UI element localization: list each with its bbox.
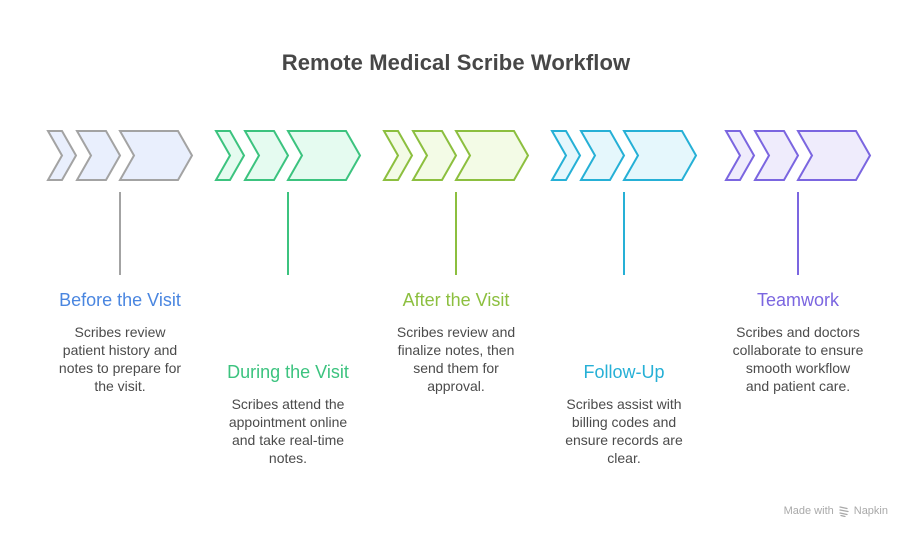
chevron-large [622, 130, 698, 181]
step-description-line: notes to prepare for [58, 360, 182, 376]
step-title: After the Visit [402, 290, 510, 310]
chevron-small [46, 130, 78, 181]
step-description-line: approval. [427, 378, 485, 394]
chevron-small [550, 130, 582, 181]
step-description-line: notes. [268, 450, 308, 466]
step-description: Scribes attend the appointment online and … [203, 395, 373, 467]
step-description-line: Scribes and doctors [736, 324, 860, 340]
step-description: Scribes review and finalize notes, then se… [371, 323, 541, 395]
step-description-line: ensure records are [565, 432, 683, 448]
step-description-line: billing codes and [571, 414, 677, 430]
chevron-large [454, 130, 530, 181]
chevron-large [796, 130, 872, 181]
napkin-brand-label: Napkin [853, 505, 888, 517]
napkin-logo-icon [839, 506, 849, 517]
chevron-large [286, 130, 362, 181]
made-with-napkin-badge[interactable]: Made with Napkin [784, 505, 888, 517]
step-description-line: finalize notes, then [397, 342, 515, 358]
chevron-medium [243, 130, 290, 181]
step-description-line: and take real-time [231, 432, 345, 448]
step-description: Scribes assist with billing codes and ensu… [539, 395, 709, 467]
step-description: Scribes and doctors collaborate to ensure… [713, 323, 883, 395]
step-description-line: and patient care. [745, 378, 851, 394]
made-with-label: Made with [783, 505, 834, 517]
step-title: During the Visit [227, 362, 349, 382]
chevron-large [118, 130, 194, 181]
step-description-line: Scribes assist with [566, 396, 682, 412]
step-description-line: collaborate to ensure [732, 342, 864, 358]
step-title: Teamwork [756, 290, 840, 310]
step-description-line: send them for [413, 360, 499, 376]
step-description-line: appointment online [228, 414, 348, 430]
diagram-title: Remote Medical Scribe Workflow [281, 50, 631, 75]
chevron-medium [75, 130, 122, 181]
step-title: Follow-Up [583, 362, 665, 382]
chevron-small [382, 130, 414, 181]
step-description-line: Scribes review and [396, 324, 516, 340]
step-description-line: Scribes review [74, 324, 166, 340]
step-description-line: smooth workflow [745, 360, 851, 376]
step-title: Before the Visit [59, 290, 181, 310]
chevron-medium [411, 130, 458, 181]
step-description-line: the visit. [94, 378, 146, 394]
step-description: Scribes review patient history and notes t… [35, 323, 205, 395]
chevron-small [724, 130, 756, 181]
step-description-line: Scribes attend the [231, 396, 345, 412]
chevron-medium [753, 130, 800, 181]
chevron-small [214, 130, 246, 181]
chevron-medium [579, 130, 626, 181]
step-description-line: patient history and [62, 342, 178, 358]
step-description-line: clear. [607, 450, 641, 466]
